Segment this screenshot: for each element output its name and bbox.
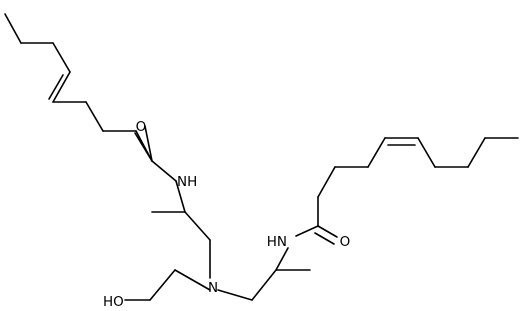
bond	[85, 101, 104, 132]
carbonyl-bond	[314, 232, 335, 245]
bond	[275, 247, 289, 271]
carbonyl-bond	[134, 132, 153, 162]
atom-label-nh-1: NH	[177, 174, 197, 190]
atom-label-ho: HO	[103, 294, 124, 310]
bond	[317, 166, 336, 198]
atom-label-n-center: N	[208, 280, 218, 296]
bond	[175, 180, 186, 213]
bond	[151, 160, 177, 182]
atom-label-o-carbonyl-1: O	[136, 119, 147, 135]
atom-label-o-carbonyl-2: O	[340, 234, 351, 250]
bond	[367, 137, 386, 168]
bond	[295, 225, 319, 237]
double-bond	[52, 71, 71, 103]
double-bond	[48, 74, 64, 100]
bond	[4, 13, 22, 44]
bond	[251, 269, 277, 301]
bond	[149, 269, 176, 301]
bond-layer	[4, 13, 519, 301]
bond	[184, 211, 211, 241]
bond	[217, 289, 253, 301]
atom-label-nh-2: HN	[267, 234, 287, 250]
bond	[52, 42, 71, 73]
bond	[467, 137, 486, 168]
carbonyl-bond	[317, 225, 338, 238]
bond	[417, 137, 436, 168]
carbonyl-bond	[144, 125, 153, 162]
bond	[174, 269, 211, 291]
atom-label-layer: O NH N HN O HO	[103, 119, 350, 310]
